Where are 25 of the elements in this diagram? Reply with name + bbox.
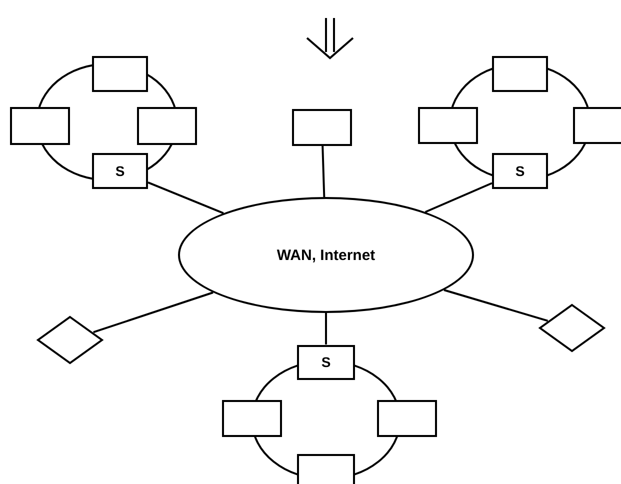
switch-label: S: [115, 163, 125, 179]
box: [297, 454, 355, 484]
connector-line: [148, 181, 224, 214]
connector-line: [444, 289, 548, 322]
switch-label: S: [321, 354, 331, 370]
box: [377, 400, 437, 436]
diamond: [538, 303, 606, 353]
box: [292, 108, 352, 146]
box: [492, 56, 548, 92]
switch-box: [492, 153, 548, 189]
switch-label: S: [515, 163, 525, 179]
connector-line: [325, 313, 327, 344]
connector-line: [424, 182, 492, 213]
box: [92, 56, 148, 92]
box: [418, 106, 478, 144]
network-label: WAN, Internet: [276, 246, 376, 264]
connector-line: [322, 145, 326, 198]
box: [573, 106, 621, 144]
diamond: [36, 315, 104, 365]
box: [137, 107, 197, 145]
box: [222, 400, 282, 436]
switch-box: [297, 344, 355, 380]
connector-line: [93, 292, 214, 334]
switch-box: [92, 153, 148, 189]
box: [10, 107, 70, 145]
